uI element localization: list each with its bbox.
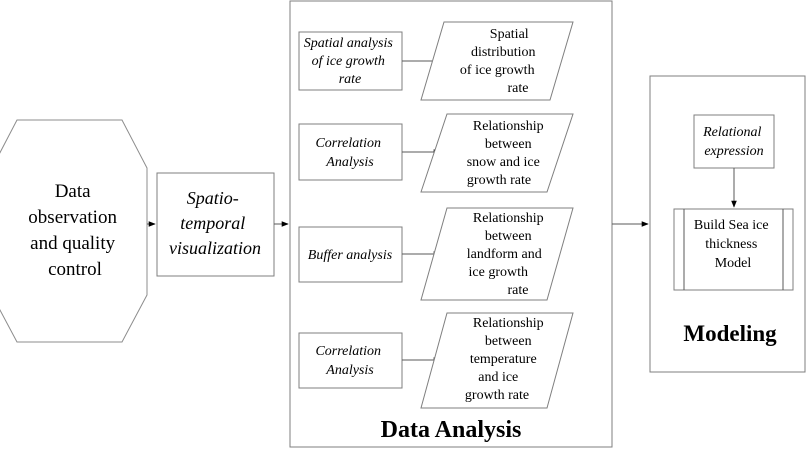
visualization-line-3: visualization	[169, 238, 261, 258]
method-box-spatial-analysis: Spatial analysis of ice growth rate	[298, 31, 403, 91]
svg-text:Spatial analysis of ic: Spatial analysis of ice growth rate	[304, 36, 397, 87]
result-1-line-2: distribution	[471, 45, 536, 60]
result-temperature-relationship: Relationship between temperature and ice…	[420, 312, 574, 409]
method-box-buffer-analysis: Buffer analysis	[298, 226, 403, 283]
method-2-line-1: Correlation	[315, 136, 381, 151]
result-snow-and-ice-relationship: Relationship between snow and ice growth…	[420, 113, 574, 193]
result-1-line-4: rate	[508, 81, 529, 96]
method-1-line-1: Spatial analysis	[304, 36, 394, 51]
build-sea-ice-model-box: Build Sea ice thickness Model	[673, 208, 794, 291]
result-4-line-3: temperature	[470, 352, 537, 367]
result-2-line-3: snow and ice	[467, 155, 540, 170]
svg-text:Correlation Analysis: Correlation Analysis	[315, 136, 384, 170]
result-4-line-5: growth rate	[465, 388, 529, 403]
result-2-line-4: growth rate	[467, 173, 531, 188]
svg-text:Correlation Analysis: Correlation Analysis	[315, 344, 384, 378]
data-observation-node: Data observation and quality control	[0, 119, 148, 343]
method-box-correlation-analysis-1: Correlation Analysis	[298, 123, 403, 181]
result-4-line-2: between	[485, 334, 532, 349]
method-box-correlation-analysis-2: Correlation Analysis	[298, 332, 403, 389]
svg-text:Data observation a: Data observation and quality control	[28, 181, 121, 280]
data-analysis-panel: Data Analysis Spatial analysis of ice gr…	[289, 0, 613, 448]
relational-expression-box: Relational expression	[693, 114, 775, 169]
result-2-line-2: between	[485, 137, 532, 152]
model-line-3: Model	[715, 256, 752, 271]
result-3-line-4: ice growth	[469, 265, 528, 280]
data-observation-line-2: observation	[28, 207, 117, 228]
data-observation-line-3: and quality	[30, 233, 115, 254]
visualization-line-2: temporal	[180, 213, 245, 233]
data-analysis-title: Data Analysis	[381, 417, 522, 443]
result-3-line-5: rate	[508, 283, 529, 298]
method-4-line-2: Analysis	[325, 363, 374, 378]
spatio-temporal-visualization-node: Spatio- temporal visualization	[156, 172, 275, 277]
result-4-line-1: Relationship	[473, 316, 544, 331]
svg-text:Build Sea ice thicknes: Build Sea ice thickness Model	[694, 218, 772, 271]
relational-line-2: expression	[704, 144, 763, 159]
visualization-line-1: Spatio-	[187, 188, 239, 208]
result-3-line-3: landform and	[467, 247, 542, 262]
method-2-line-2: Analysis	[325, 155, 374, 170]
result-landform-relationship: Relationship between landform and ice gr…	[420, 207, 574, 301]
svg-text:Relationship between: Relationship between temperature and ice…	[465, 316, 547, 403]
model-line-2: thickness	[705, 237, 757, 252]
result-3-line-1: Relationship	[473, 211, 544, 226]
svg-text:Relational expression: Relational expression	[702, 125, 765, 159]
method-1-line-2: of ice growth	[312, 54, 385, 69]
result-spatial-distribution: Spatial distribution of ice growth rate	[420, 21, 574, 101]
relational-line-1: Relational	[702, 125, 761, 140]
result-2-line-1: Relationship	[473, 119, 544, 134]
result-1-line-3: of ice growth	[460, 63, 535, 78]
svg-text:Relationship between: Relationship between snow and ice growth…	[467, 119, 547, 188]
svg-text:Spatial distribution: Spatial distribution of ice growth rate	[460, 27, 539, 96]
model-line-1: Build Sea ice	[694, 218, 769, 233]
modeling-panel: Modeling Relational expression Build Sea…	[649, 75, 806, 373]
method-1-line-3: rate	[339, 72, 362, 87]
data-observation-line-1: Data	[55, 181, 91, 202]
method-4-line-1: Correlation	[315, 344, 381, 359]
svg-text:Relationship between: Relationship between landform and ice gr…	[467, 211, 547, 298]
method-3-line-1: Buffer analysis	[308, 248, 393, 263]
data-observation-line-4: control	[48, 259, 102, 280]
svg-text:Spatio- temporal v: Spatio- temporal visualization	[169, 188, 261, 258]
result-3-line-2: between	[485, 229, 532, 244]
result-1-line-1: Spatial	[490, 27, 529, 42]
modeling-title: Modeling	[683, 321, 777, 346]
result-4-line-4: and ice	[478, 370, 518, 385]
